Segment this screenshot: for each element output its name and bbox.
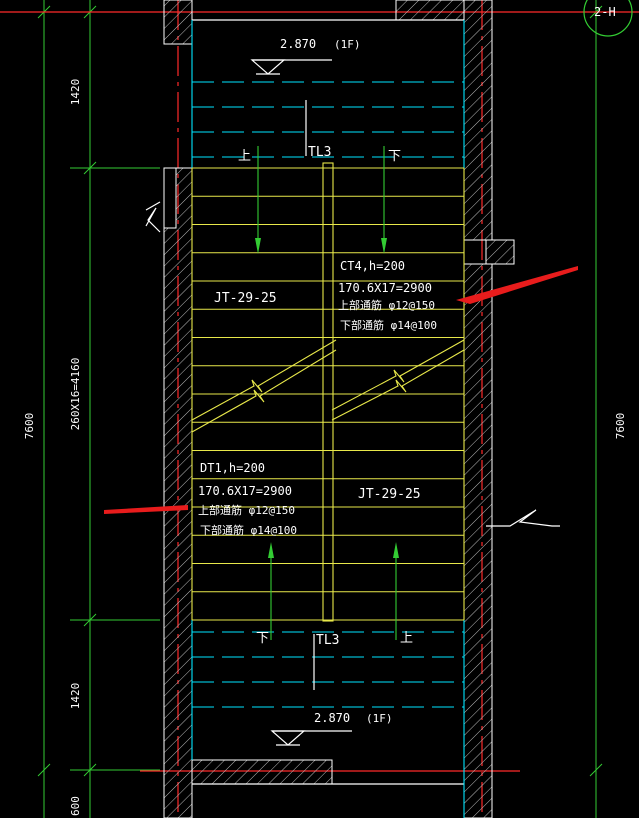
right-rebar-bottom: 下部通筋 φ14@100 bbox=[340, 318, 437, 332]
dim-landing-bottom: 1420 bbox=[69, 683, 82, 710]
stair-treads bbox=[191, 162, 465, 622]
landing-slab-top bbox=[191, 20, 465, 168]
dim-total-left: 7600 bbox=[23, 413, 36, 440]
bottom-landing-floor: (1F) bbox=[366, 712, 393, 725]
left-spec-size: 170.6X17=2900 bbox=[198, 484, 292, 498]
left-up-label: 上 bbox=[238, 149, 251, 164]
beam-lines bbox=[305, 100, 315, 690]
walking-lines bbox=[257, 146, 397, 640]
right-spec-size: 170.6X17=2900 bbox=[338, 281, 432, 295]
top-beam-label: TL3 bbox=[308, 145, 331, 160]
dim-bottom-partial: 600 bbox=[69, 796, 82, 816]
left-rebar-top: 上部通筋 φ12@150 bbox=[198, 503, 295, 517]
dim-landing-top: 1420 bbox=[69, 79, 82, 106]
bottom-beam-label: TL3 bbox=[316, 633, 339, 648]
dimension-chain-left bbox=[37, 0, 160, 818]
annotation-arrow-icons bbox=[104, 266, 578, 514]
bottom-landing-elevation: 2.870 bbox=[314, 711, 350, 725]
right-flight-label: JT-29-25 bbox=[358, 487, 421, 502]
dimension-chain-right bbox=[589, 0, 603, 818]
top-landing-elevation: 2.870 bbox=[280, 37, 316, 51]
top-landing-floor: (1F) bbox=[334, 38, 361, 51]
left-spec-title: DT1,h=200 bbox=[200, 461, 265, 475]
left-flight-label: JT-29-25 bbox=[214, 291, 277, 306]
dim-total-right: 7600 bbox=[614, 413, 627, 440]
stair-walls bbox=[145, 0, 515, 818]
right-rebar-top: 上部通筋 φ12@150 bbox=[338, 298, 435, 312]
axis-bubble-icon: 2-H bbox=[583, 0, 633, 37]
right-spec-title: CT4,h=200 bbox=[340, 259, 405, 273]
walk-arrow-icons bbox=[255, 238, 399, 558]
axis-bubble-label: 2-H bbox=[594, 5, 616, 19]
right-down-label: 下 bbox=[388, 149, 401, 164]
elevation-marker-top-icon bbox=[250, 59, 332, 75]
left-rebar-bottom: 下部通筋 φ14@100 bbox=[200, 523, 297, 537]
landing-slab-bottom bbox=[191, 620, 465, 818]
right-up-label: 上 bbox=[400, 631, 413, 646]
dim-flight: 260X16=4160 bbox=[69, 358, 82, 431]
left-down-label: 下 bbox=[256, 631, 269, 646]
break-lines bbox=[191, 339, 465, 433]
elevation-marker-bottom-icon bbox=[270, 730, 352, 746]
right-break-line bbox=[486, 509, 560, 527]
